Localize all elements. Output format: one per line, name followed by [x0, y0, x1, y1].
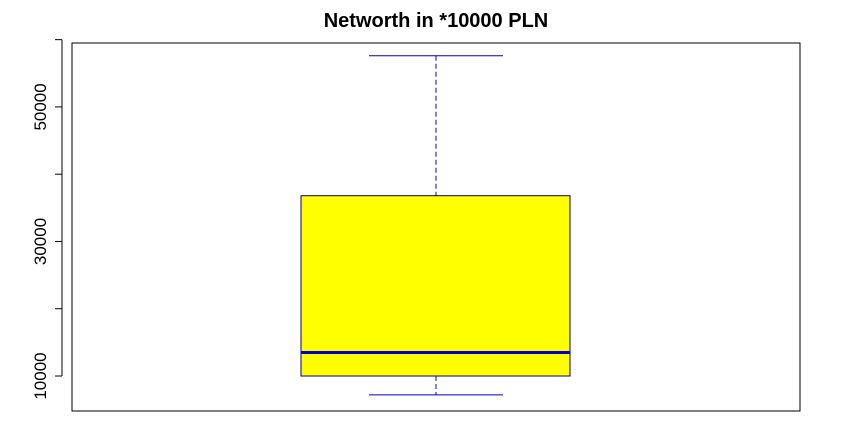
box-plot: [300, 55, 571, 396]
chart-title: Networth in *10000 PLN: [324, 10, 549, 32]
iqr-box: [300, 195, 571, 377]
y-tick-label: 50000: [31, 83, 50, 130]
y-tick-label: 10000: [31, 352, 50, 399]
y-tick-label: 30000: [31, 218, 50, 265]
y-axis-ticks: 10000 30000 50000: [31, 39, 62, 400]
plot-frame: [71, 42, 801, 412]
